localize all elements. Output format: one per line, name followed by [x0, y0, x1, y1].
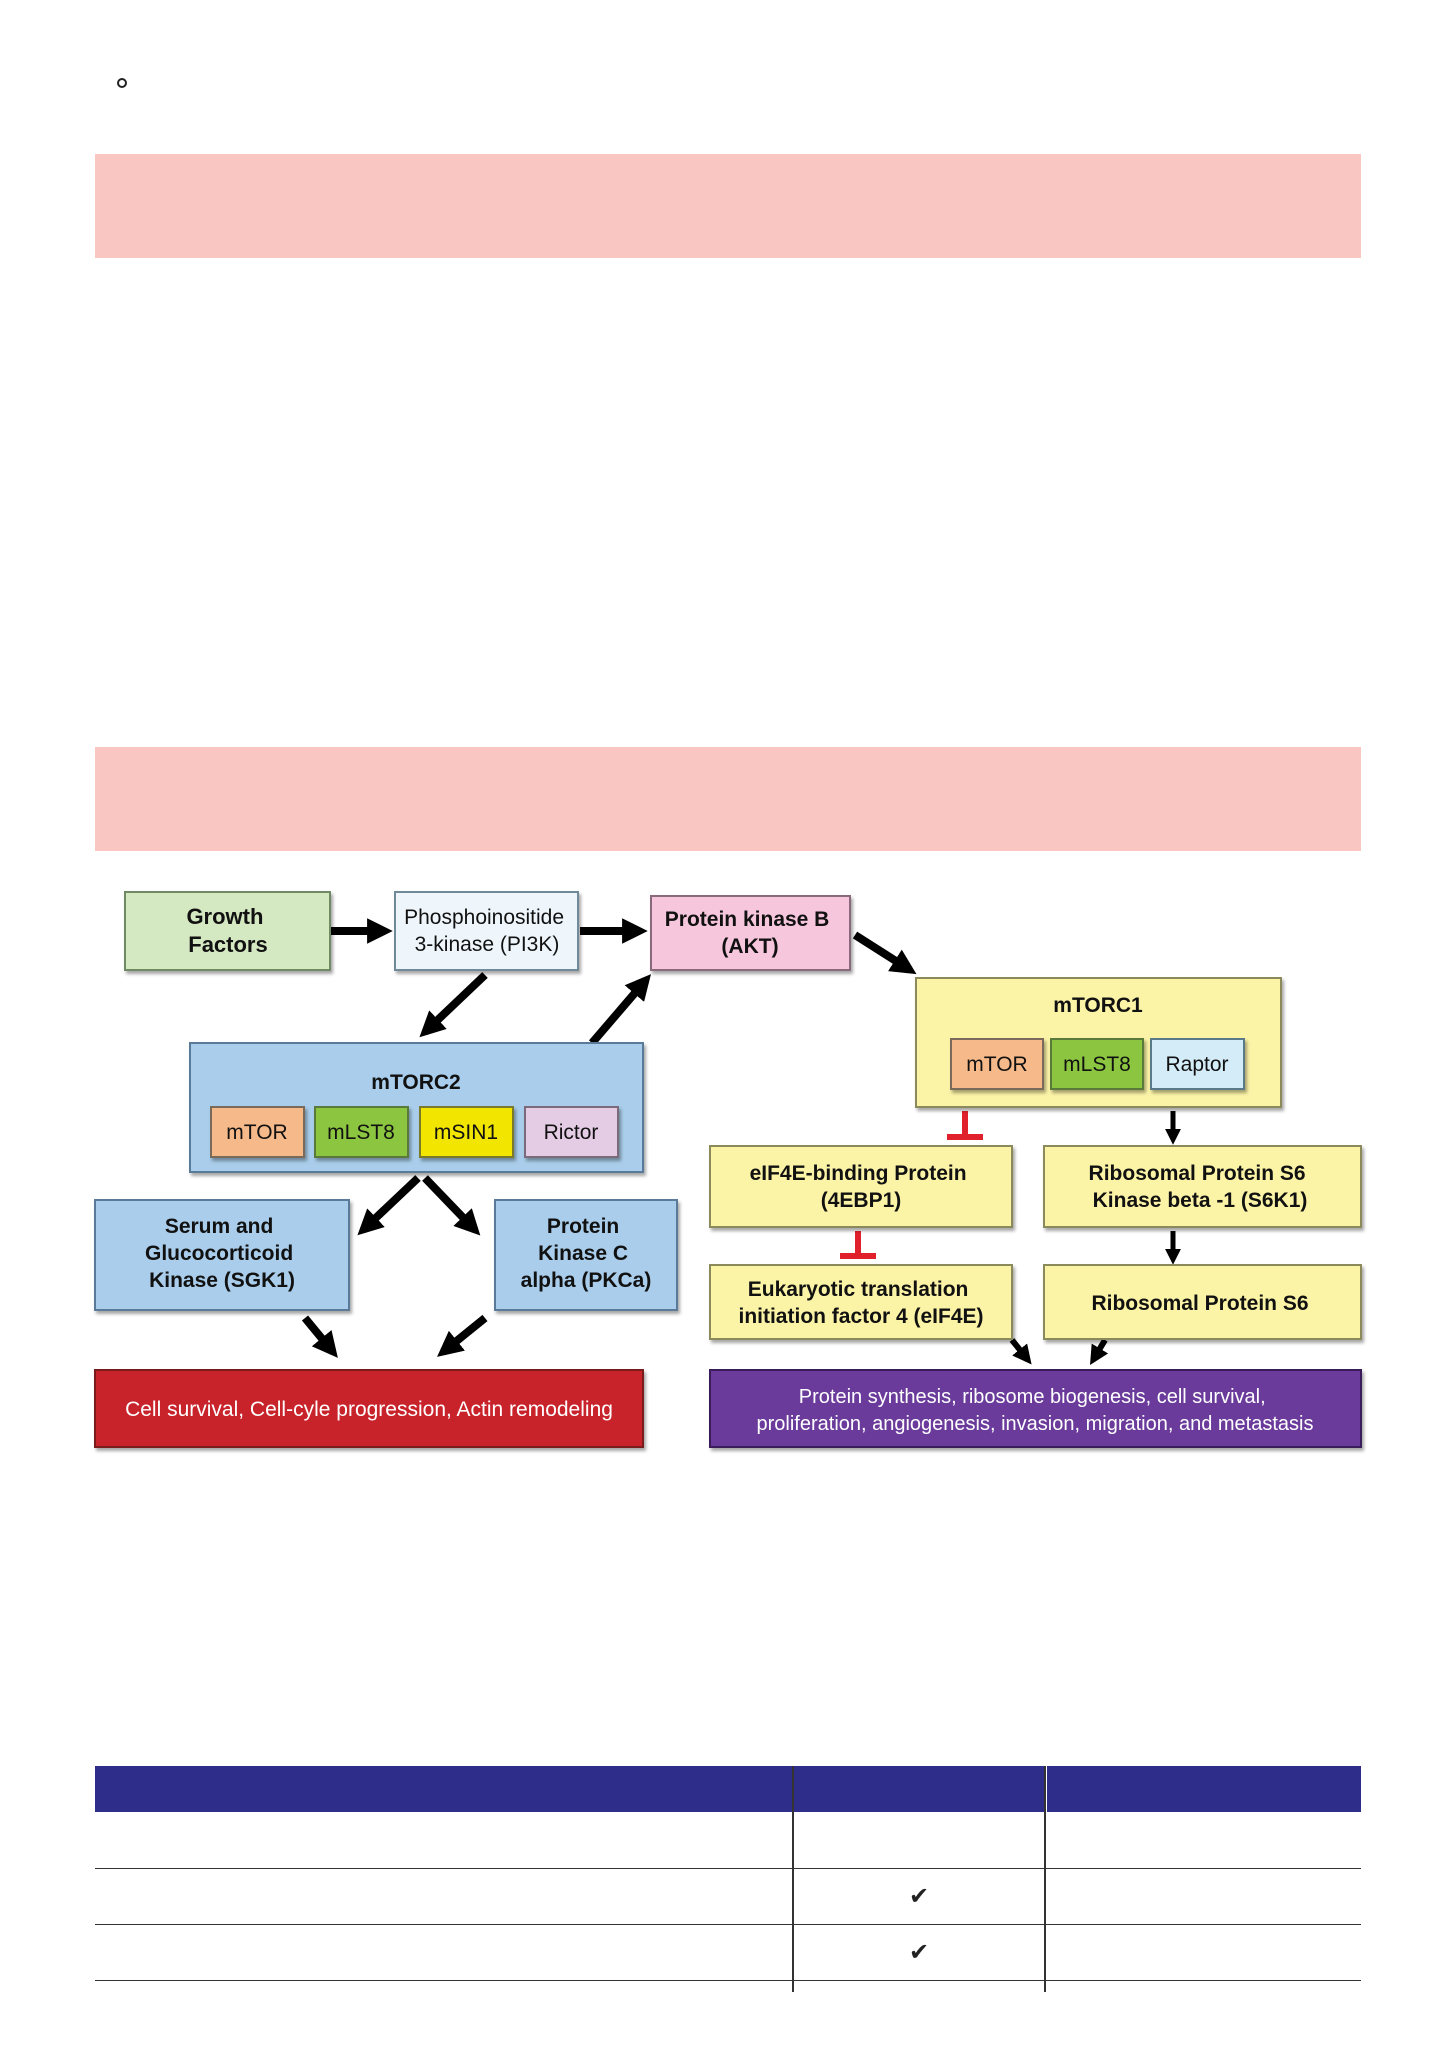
- svg-text:Serum and Glucocorticoid: Serum and Glucocorticoid Kinase (SGK1): [145, 1215, 299, 1292]
- eif4ebp1-line2: (4EBP1): [821, 1189, 902, 1212]
- table-header-cell: [95, 1766, 794, 1812]
- inhibition-symbols: [840, 1111, 983, 1259]
- table-header-row: [95, 1766, 1361, 1812]
- akt-box: Protein kinase B (AKT): [650, 895, 851, 971]
- eif4ebp1-line1: eIF4E-binding Protein: [750, 1162, 967, 1185]
- akt-line1: Protein kinase B: [665, 908, 830, 931]
- arrow-mtorc2-to-pkca: [422, 1175, 481, 1236]
- check-mark-icon: ✔: [792, 1868, 1046, 1925]
- outcome-right-line2: proliferation, angiogenesis, invasion, m…: [757, 1413, 1314, 1435]
- arrow-eif4e-to-outcome: [1009, 1338, 1032, 1365]
- svg-text:Ribosomal Protein S6 Kin: Ribosomal Protein S6 Kinase beta -1 (S6K…: [1089, 1162, 1312, 1212]
- table-row: [95, 1812, 1361, 1869]
- svg-text:Protein kinase B (AKT): Protein kinase B (AKT): [665, 908, 835, 958]
- growth-factors-line2: Factors: [188, 932, 267, 957]
- table-header-cell: [1045, 1766, 1361, 1812]
- pkca-line2: Kinase C: [538, 1242, 628, 1265]
- mtorc1-mtor-box: [950, 1038, 1044, 1090]
- s6k1-line1: Ribosomal Protein S6: [1089, 1162, 1306, 1185]
- svg-text:Protein Kinase C a: Protein Kinase C alpha (PKCa): [521, 1215, 652, 1292]
- pkca-line3: alpha (PKCa): [521, 1269, 652, 1292]
- mtorc2-mlst8-label: mLST8: [327, 1121, 395, 1144]
- table-cell: [792, 1812, 1046, 1869]
- mtorc1-mtor-label: mTOR: [966, 1053, 1027, 1076]
- highlight-band-top: [95, 154, 1361, 258]
- table-cell: [1045, 1812, 1361, 1869]
- sgk1-line2: Glucocorticoid: [145, 1242, 293, 1265]
- table-column-divider: [1044, 1766, 1046, 1992]
- arrow-pi3k-to-mtorc2: [419, 972, 488, 1038]
- rps6-label: Ribosomal Protein S6: [1091, 1292, 1308, 1315]
- check-mark-icon: ✔: [792, 1924, 1046, 1981]
- table-cell: [95, 1924, 793, 1981]
- table-cell: [1045, 1924, 1361, 1981]
- table-cell: [95, 1868, 793, 1925]
- arrow-sgk1-to-outcome: [301, 1315, 338, 1358]
- mtorc2-title: mTORC2: [371, 1071, 460, 1094]
- s6k1-line2: Kinase beta -1 (S6K1): [1093, 1189, 1308, 1212]
- feature-table: ✔ ✔: [95, 1766, 1361, 1981]
- mtorc2-complex: mTORC2 mTOR mLST8 mSIN1 Rictor: [189, 1042, 644, 1173]
- svg-text:Phosphoinositide 3-kinas: Phosphoinositide 3-kinase (PI3K): [404, 906, 570, 956]
- table-cell: [95, 1812, 793, 1869]
- svg-text:eIF4E-binding Protein (4: eIF4E-binding Protein (4EBP1): [750, 1162, 973, 1212]
- outcome-right-box: Protein synthesis, ribosome biogenesis, …: [709, 1369, 1362, 1448]
- eif4ebp1-box: eIF4E-binding Protein (4EBP1): [709, 1145, 1013, 1228]
- mtorc1-complex: mTORC1 mTOR mLST8 Raptor: [915, 977, 1282, 1108]
- mtorc1-raptor-box: [1150, 1038, 1245, 1090]
- growth-factors-line1: Growth: [186, 904, 263, 929]
- mtorc2-msin1-box: [419, 1106, 514, 1158]
- svg-text:Eukaryotic translation i: Eukaryotic translation initiation factor…: [738, 1278, 983, 1328]
- mtorc1-title: mTORC1: [1053, 994, 1143, 1017]
- pi3k-line1: Phosphoinositide: [404, 906, 564, 929]
- svg-text:Growth Factors: Growth Factors: [186, 904, 269, 957]
- akt-line2: (AKT): [721, 935, 778, 958]
- bullet-circle-icon: [117, 78, 127, 88]
- mtorc2-mlst8-box: [314, 1106, 409, 1158]
- mtorc2-mtor-label: mTOR: [226, 1121, 287, 1144]
- eif4e-box: Eukaryotic translation initiation factor…: [709, 1264, 1013, 1340]
- mtorc2-rictor-box: [524, 1106, 619, 1158]
- pi3k-box: Phosphoinositide 3-kinase (PI3K): [394, 891, 579, 971]
- pathway-arrows: [301, 918, 1182, 1365]
- outcome-left-label: Cell survival, Cell-cyle progression, Ac…: [125, 1398, 613, 1421]
- pkca-box: Protein Kinase C alpha (PKCa): [494, 1199, 678, 1311]
- arrow-rps6-to-outcome: [1090, 1338, 1109, 1365]
- eif4e-line1: Eukaryotic translation: [748, 1278, 969, 1301]
- outcome-right-line1: Protein synthesis, ribosome biogenesis, …: [799, 1386, 1266, 1408]
- mtorc2-msin1-label: mSIN1: [434, 1121, 498, 1144]
- sgk1-line1: Serum and: [165, 1215, 274, 1238]
- mtorc2-rictor-label: Rictor: [544, 1121, 599, 1144]
- highlight-band-middle: [95, 747, 1361, 851]
- svg-text:Protein synthesis, ribosome bi: Protein synthesis, ribosome biogenesis, …: [757, 1386, 1314, 1435]
- table-row: ✔: [95, 1924, 1361, 1981]
- rps6-box: Ribosomal Protein S6: [1043, 1264, 1362, 1340]
- mtorc1-mlst8-label: mLST8: [1063, 1053, 1131, 1076]
- mtorc1-raptor-label: Raptor: [1165, 1053, 1228, 1076]
- table-cell: [1045, 1868, 1361, 1925]
- arrow-pkca-to-outcome: [437, 1314, 488, 1357]
- arrow-akt-to-mtorc1: [852, 931, 917, 975]
- table-row: ✔: [95, 1868, 1361, 1925]
- arrow-mtorc2-to-akt: [588, 974, 651, 1046]
- s6k1-box: Ribosomal Protein S6 Kinase beta -1 (S6K…: [1043, 1145, 1362, 1228]
- table-header-cell: [792, 1766, 1047, 1812]
- pi3k-line2: 3-kinase (PI3K): [415, 933, 560, 956]
- growth-factors-box: Growth Factors: [124, 891, 331, 971]
- mtorc1-mlst8-box: [1050, 1038, 1144, 1090]
- pkca-line1: Protein: [547, 1215, 619, 1238]
- mtorc2-mtor-box: [210, 1106, 305, 1158]
- table-column-divider: [792, 1766, 794, 1992]
- arrow-mtorc2-to-sgk1: [357, 1175, 421, 1236]
- eif4e-line2: initiation factor 4 (eIF4E): [738, 1305, 983, 1328]
- mtor-pathway-diagram: Growth Factors Phosphoinositide 3-kinase…: [94, 891, 1362, 1448]
- outcome-left-box: Cell survival, Cell-cyle progression, Ac…: [94, 1369, 644, 1448]
- sgk1-box: Serum and Glucocorticoid Kinase (SGK1): [94, 1199, 350, 1311]
- sgk1-line3: Kinase (SGK1): [149, 1269, 295, 1292]
